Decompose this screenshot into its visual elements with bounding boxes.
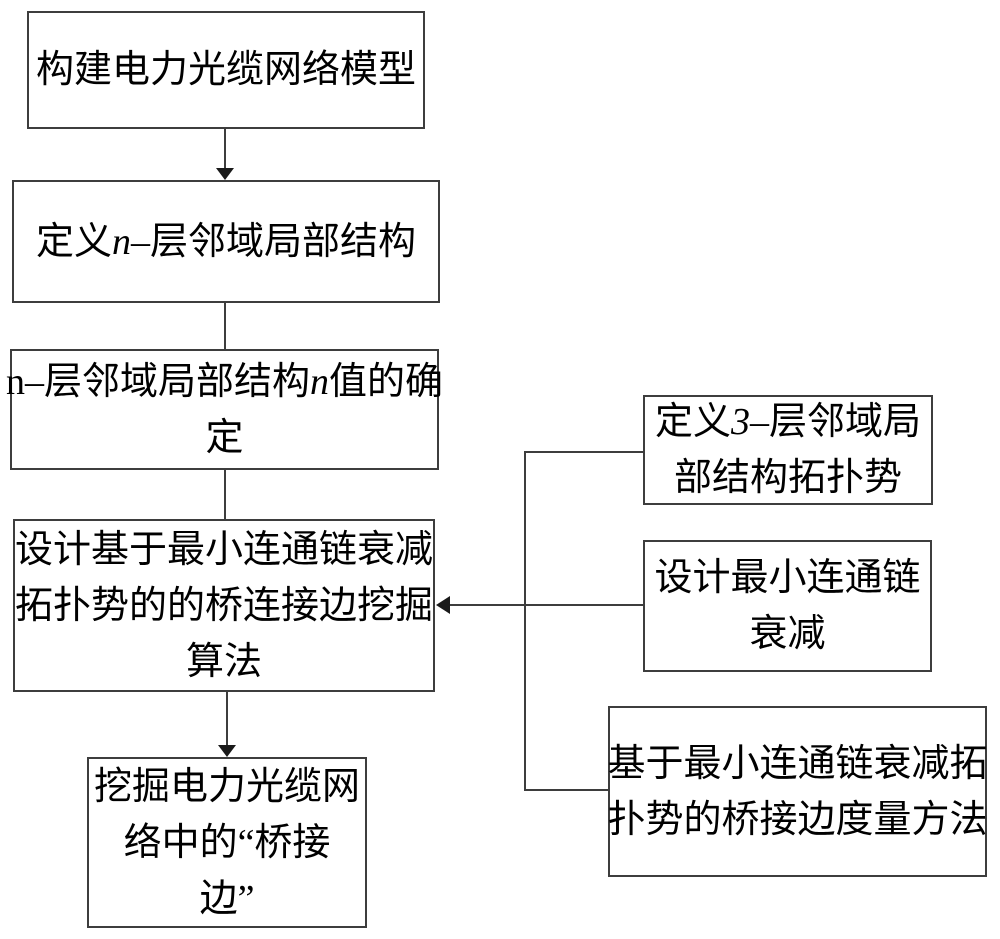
box-text-line: 设计基于最小连通链衰减 [15, 528, 434, 571]
flow-box-define-n-layer: 定义n–层邻域局部结构 [12, 180, 440, 303]
box-text-line: 定 [205, 416, 244, 459]
box-text-line: 构建电力光缆网络模型 [35, 49, 416, 91]
box-text-line: 部结构拓扑势 [673, 457, 902, 499]
text-segment-italic-n: n [112, 220, 131, 263]
box-text-line: 设计最小连通链 [654, 557, 921, 599]
bracket-line-bottom [524, 789, 610, 791]
flow-box-define-3-layer-potential: 定义3–层邻域局 部结构拓扑势 [643, 395, 933, 505]
bracket-line-vertical [524, 451, 526, 791]
box-text-line: 基于最小连通链衰减拓 [607, 742, 988, 785]
box-text-line: 边” [199, 877, 255, 920]
flow-box-mine-bridge-edges: 挖掘电力光缆网 络中的“桥接 边” [87, 757, 367, 928]
box-text-line: n–层邻域局部结构n值的确 [6, 354, 443, 410]
box-text-line: 衰减 [749, 613, 826, 655]
bracket-line-middle [448, 604, 645, 606]
connector-line-vertical-2 [224, 303, 226, 349]
connector-line-vertical-1 [224, 129, 226, 170]
bracket-line-top [524, 451, 645, 453]
connector-line-vertical-4 [226, 692, 228, 746]
box-text-line: 定义n–层邻域局部结构 [36, 214, 416, 270]
arrowhead-down-icon [218, 745, 236, 757]
flow-box-bridge-edge-measure: 基于最小连通链衰减拓 扑势的桥接边度量方法 [607, 706, 988, 877]
text-segment: 定义 [35, 220, 112, 263]
box-text-line: 挖掘电力光缆网 [93, 765, 360, 808]
arrowhead-down-icon [216, 168, 234, 180]
text-segment-italic-3: 3 [731, 401, 750, 443]
text-segment-italic-n: n [310, 360, 329, 403]
box-text-line: 算法 [185, 640, 262, 683]
flow-box-design-min-chain-attenuation: 设计最小连通链 衰减 [643, 540, 932, 672]
flow-box-design-mining-algorithm: 设计基于最小连通链衰减 拓扑势的的桥连接边挖掘 算法 [13, 519, 435, 692]
text-segment: n–层邻域局部结构 [5, 360, 310, 403]
box-text-line: 拓扑势的的桥连接边挖掘 [15, 584, 434, 627]
text-segment: –层邻域局部结构 [131, 220, 417, 263]
arrowhead-left-icon [436, 596, 450, 614]
text-segment: 值的确 [329, 360, 444, 403]
text-segment: –层邻域局 [750, 401, 922, 443]
flow-box-determine-n-value: n–层邻域局部结构n值的确 定 [6, 349, 443, 470]
box-text-line: 扑势的桥接边度量方法 [607, 798, 988, 841]
flow-box-build-network-model: 构建电力光缆网络模型 [27, 11, 425, 129]
text-segment: 定义 [654, 401, 731, 443]
box-text-line: 络中的“桥接 [123, 821, 331, 864]
box-text-line: 定义3–层邻域局 [655, 394, 921, 450]
connector-line-vertical-3 [224, 470, 226, 519]
